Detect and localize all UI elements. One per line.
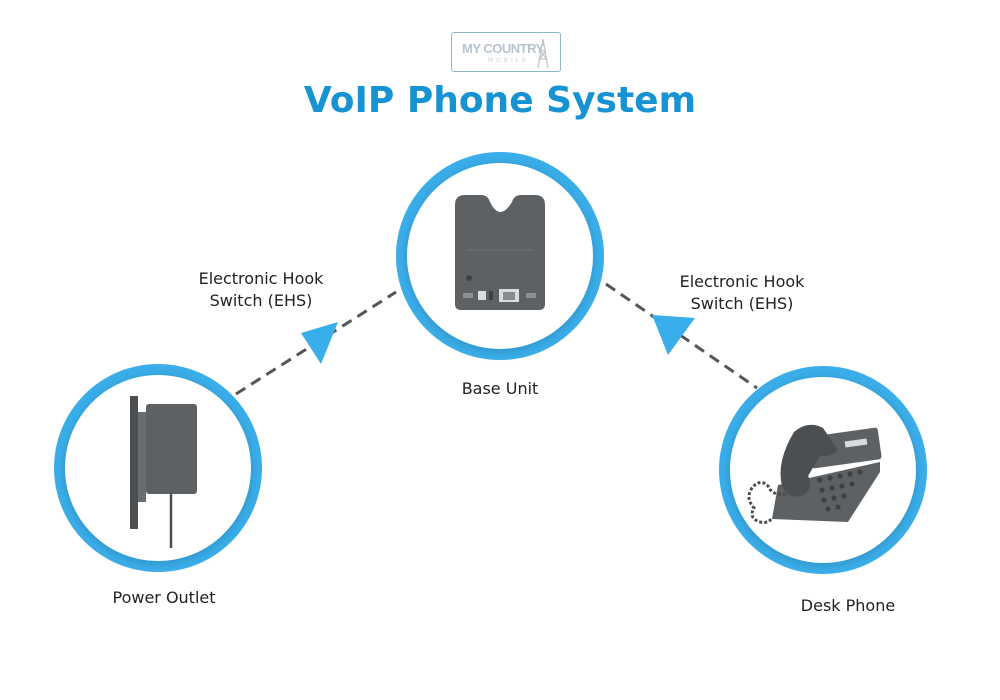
arrow-icon — [652, 315, 695, 355]
edge-label-right-line1: Electronic Hook — [679, 272, 805, 291]
power-adapter-icon — [130, 396, 197, 548]
edge-label-left: Electronic Hook Switch (EHS) — [186, 268, 336, 312]
base-unit-icon — [455, 195, 545, 310]
edge-label-left-line2: Switch (EHS) — [209, 291, 313, 310]
antenna-tower-icon — [537, 38, 549, 69]
connector-right — [605, 282, 758, 390]
edge-label-right-line2: Switch (EHS) — [690, 294, 794, 313]
brand-logo: MY COUNTRY MOBILE — [451, 32, 561, 72]
page-title: VoIP Phone System — [303, 80, 697, 121]
arrow-icon — [301, 322, 338, 364]
node-desk-phone — [719, 366, 927, 574]
edge-label-right: Electronic Hook Switch (EHS) — [667, 271, 817, 315]
node-label-desk-phone: Desk Phone — [800, 596, 896, 615]
connector-left — [235, 290, 397, 396]
node-label-power-outlet: Power Outlet — [112, 588, 216, 607]
node-base-unit — [396, 152, 604, 360]
logo-text: MY COUNTRY — [462, 41, 544, 56]
desk-phone-icon — [747, 424, 882, 524]
node-power-outlet — [54, 364, 262, 572]
logo-subtext: MOBILE — [488, 57, 529, 64]
edge-label-left-line1: Electronic Hook — [198, 269, 324, 288]
node-label-base-unit: Base Unit — [461, 379, 539, 398]
